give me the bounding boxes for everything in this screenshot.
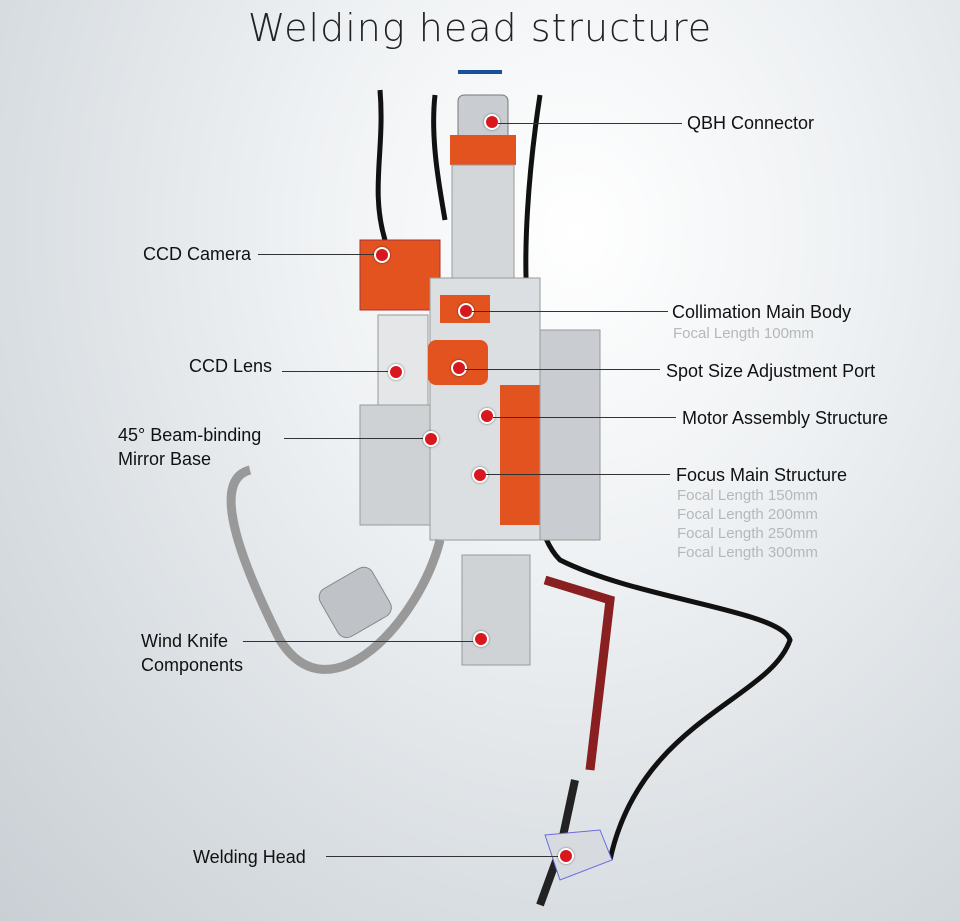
label-focus-main-structure: Focus Main Structure <box>676 465 848 485</box>
marker-ccd-camera <box>374 247 390 263</box>
wind-knife-shape <box>461 554 531 666</box>
marker-mirror-base <box>423 431 439 447</box>
qbh-connector-shape <box>457 94 509 141</box>
label-wind-knife-line1: Wind Knife <box>141 631 229 651</box>
marker-qbh <box>484 114 500 130</box>
leader-line <box>493 417 676 418</box>
leader-line <box>258 254 374 255</box>
label-ccd-lens: CCD Lens <box>189 356 273 376</box>
marker-focus <box>472 467 488 483</box>
label-welding-head: Welding Head <box>193 847 306 867</box>
label-mirror-base-line1: 45° Beam-binding <box>118 425 262 445</box>
label-wind-knife-line2: Components <box>141 655 244 675</box>
label-motor-assembly: Motor Assembly Structure <box>682 408 889 428</box>
ccd-lens-shape <box>377 314 429 411</box>
leader-line <box>465 369 660 370</box>
ccd-camera-shape <box>359 239 441 311</box>
marker-wind-knife <box>473 631 489 647</box>
focus-focal-length: Focal Length 200mm <box>677 506 818 523</box>
focus-focal-length: Focal Length 150mm <box>677 487 818 504</box>
label-collimation-main-body: Collimation Main Body <box>672 302 852 322</box>
fiber-cable <box>523 94 793 861</box>
label-qbh-connector: QBH Connector <box>687 113 815 133</box>
collimation-focal-length: Focal Length 100mm <box>673 325 814 342</box>
leader-line <box>282 371 388 372</box>
label-mirror-base-line2: Mirror Base <box>118 449 212 469</box>
page-title: Welding head structure <box>247 6 713 50</box>
leader-line <box>472 311 668 312</box>
marker-motor <box>479 408 495 424</box>
leader-line <box>243 641 473 642</box>
focus-focal-length: Focal Length 250mm <box>677 525 818 542</box>
marker-welding-head <box>558 848 574 864</box>
marker-ccd-lens <box>388 364 404 380</box>
label-spot-size-port: Spot Size Adjustment Port <box>666 361 876 381</box>
leader-line <box>498 123 682 124</box>
leader-line <box>284 438 423 439</box>
gooseneck-hose <box>226 465 445 674</box>
leader-line <box>486 474 670 475</box>
camera-cable <box>375 89 388 241</box>
title-underline <box>458 70 502 74</box>
marker-spot-size <box>451 360 467 376</box>
focus-focal-length: Focal Length 300mm <box>677 544 818 561</box>
label-ccd-camera: CCD Camera <box>143 244 252 264</box>
leader-line <box>326 856 558 857</box>
